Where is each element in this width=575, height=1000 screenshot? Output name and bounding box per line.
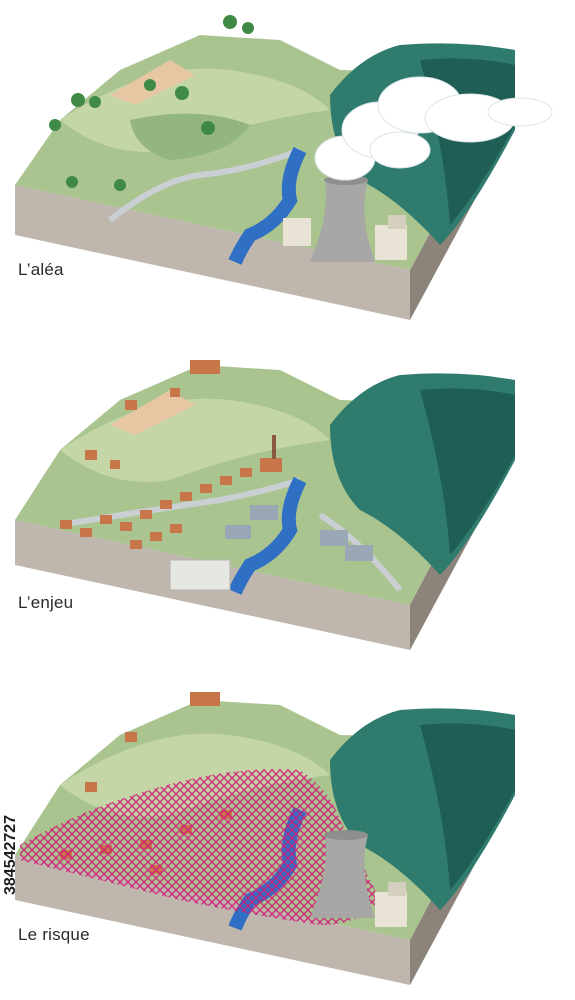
risk-zone-overlay [20,769,380,925]
block-diagram-risque [15,692,515,985]
panel-label-risque: Le risque [18,925,90,944]
village-houses [60,360,282,549]
plant-buildings [283,215,407,260]
river [228,146,307,265]
river [228,476,307,595]
factory [169,559,231,591]
field [110,390,195,435]
block-diagram-alea [15,15,553,320]
stock-id-vertical: 384542727 [2,814,19,896]
forest-shade [420,723,515,890]
meadow [130,113,250,160]
cooling-tower [310,835,375,918]
forest-shade [420,388,515,555]
plant-buildings [375,882,407,927]
panel-risque: Le risque [0,670,575,1000]
block-diagram-enjeu [15,360,515,650]
road [108,147,302,223]
steam-plume [314,76,553,181]
chimney [272,435,276,459]
panel-label-alea: L’aléa [18,260,64,279]
panel-label-enjeu: L’enjeu [18,593,74,612]
warehouses [225,505,373,561]
cooling-tower-rim [324,830,368,840]
cooling-tower [310,180,375,262]
panel-alea: L’aléa [0,0,575,330]
hill-trees [49,15,254,191]
panel-enjeu: L’enjeu [0,340,575,660]
block-front-face [15,855,410,985]
hill-highlight [60,733,330,817]
